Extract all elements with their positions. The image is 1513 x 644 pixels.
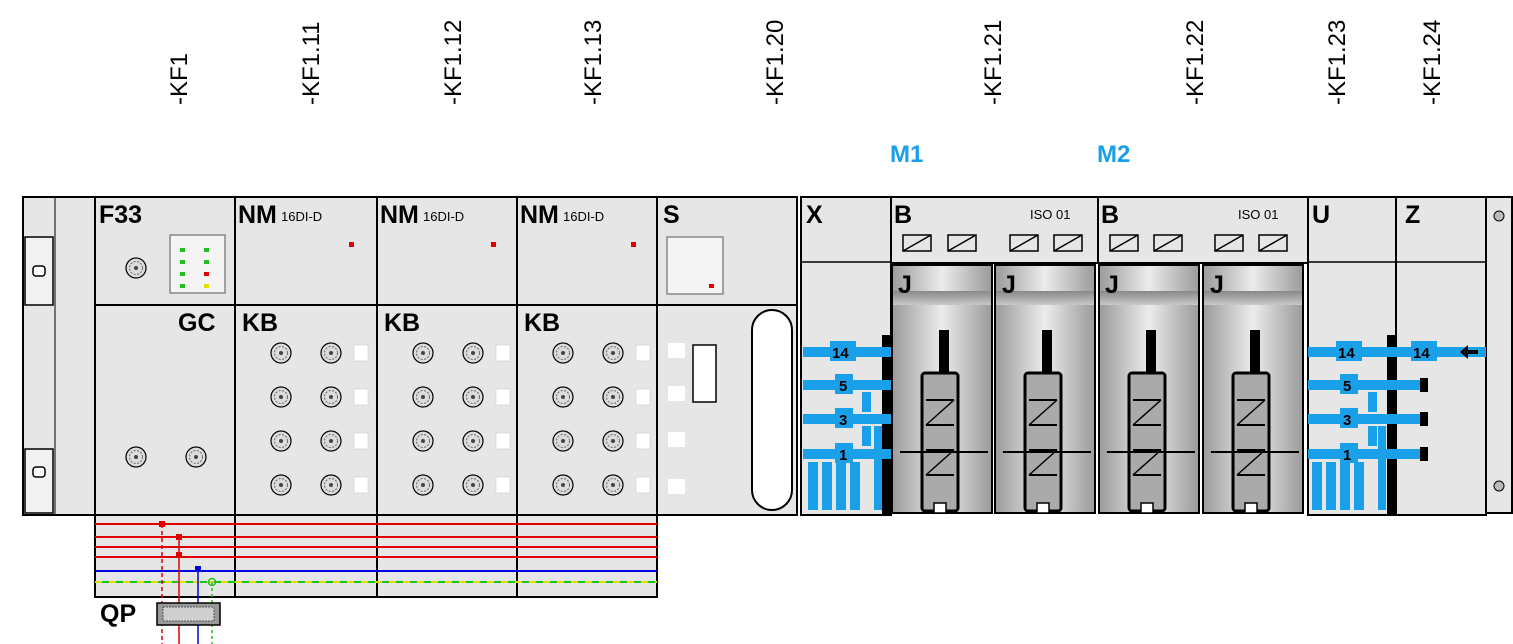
tag-kf1-23: -KF1.23 — [1324, 20, 1351, 105]
kb-label: KB — [524, 309, 560, 337]
module-z-label: Z — [1405, 201, 1420, 229]
tag-kf1-21: -KF1.21 — [980, 20, 1007, 105]
valve-b-label: B — [894, 201, 912, 229]
valve-j-label: J — [1210, 271, 1224, 299]
m12-connector-icon — [602, 342, 624, 364]
kb-label: KB — [242, 309, 278, 337]
tag-kf1: -KF1 — [166, 53, 193, 105]
marker-m2: M2 — [1097, 141, 1130, 168]
m12-connector-icon — [412, 342, 434, 364]
port-14: 14 — [832, 345, 849, 362]
m12-connector-icon — [552, 342, 574, 364]
m12-connector-icon — [270, 342, 292, 364]
plug-icon — [353, 432, 369, 450]
module-f33[interactable]: F33 GC — [94, 196, 236, 516]
valve-iso-label: ISO 01 — [1238, 207, 1278, 222]
m12-connector-icon — [552, 386, 574, 408]
module-nm-3[interactable]: NM 16DI-D KB — [516, 196, 658, 516]
plug-icon — [353, 476, 369, 494]
port-3: 3 — [839, 412, 847, 429]
valve-b-label: B — [1101, 201, 1119, 229]
m12-connector-icon — [602, 430, 624, 452]
m12-connector-icon — [552, 474, 574, 496]
plug-icon — [495, 432, 511, 450]
m12-connector-icon — [602, 474, 624, 496]
module-gc-label: GC — [178, 309, 216, 337]
nm-sub: 16DI-D — [423, 209, 464, 224]
port-1: 1 — [1343, 447, 1351, 464]
port-14: 14 — [1413, 345, 1430, 362]
valve-block-1[interactable]: B ISO 01 J J — [890, 196, 1099, 515]
m12-connector-icon — [462, 430, 484, 452]
m12-connector-icon — [412, 474, 434, 496]
plug-icon — [635, 476, 651, 494]
port-5: 5 — [1343, 378, 1351, 395]
qp-connector[interactable]: QP — [100, 600, 221, 628]
m12-connector-icon — [602, 386, 624, 408]
marker-m1: M1 — [890, 141, 923, 168]
tag-kf1-12: -KF1.12 — [440, 20, 467, 105]
m12-connector-icon — [462, 474, 484, 496]
m12-connector-icon — [320, 386, 342, 408]
plug-icon — [353, 388, 369, 406]
m12-connector-icon — [412, 430, 434, 452]
nm-sub: 16DI-D — [563, 209, 604, 224]
valve-j-label: J — [1105, 271, 1119, 299]
m12-connector-icon — [270, 430, 292, 452]
module-nm-2[interactable]: NM 16DI-D KB — [376, 196, 518, 516]
plug-icon — [635, 432, 651, 450]
m12-connector-icon — [320, 474, 342, 496]
module-u-label: U — [1312, 201, 1330, 229]
port-3: 3 — [1343, 412, 1351, 429]
m12-connector-icon — [462, 386, 484, 408]
port-14: 14 — [1338, 345, 1355, 362]
m12-connector-icon — [412, 386, 434, 408]
right-end-plate — [1485, 196, 1513, 514]
module-x-label: X — [806, 201, 823, 229]
m12-connector-icon — [320, 342, 342, 364]
m12-connector-icon — [320, 430, 342, 452]
m12-connector-icon — [270, 386, 292, 408]
pneumatic-ports-right: 14 5 3 1 14 — [1308, 341, 1486, 510]
plug-icon — [635, 388, 651, 406]
m12-connector-icon — [552, 430, 574, 452]
port-5: 5 — [839, 378, 847, 395]
qp-label: QP — [100, 600, 136, 628]
nm-title: NM — [380, 201, 419, 229]
tag-kf1-20: -KF1.20 — [762, 20, 789, 105]
module-f33-label: F33 — [99, 201, 142, 229]
nm-sub: 16DI-D — [281, 209, 322, 224]
nm-title: NM — [520, 201, 559, 229]
power-rails — [94, 514, 658, 644]
valve-j-label: J — [1002, 271, 1016, 299]
m12-connector-icon — [270, 474, 292, 496]
valve-j-label: J — [898, 271, 912, 299]
m12-connector-icon — [462, 342, 484, 364]
tag-kf1-22: -KF1.22 — [1182, 20, 1209, 105]
plug-icon — [353, 344, 369, 362]
tag-kf1-11: -KF1.11 — [298, 21, 325, 105]
kb-label: KB — [384, 309, 420, 337]
plug-icon — [635, 344, 651, 362]
valve-iso-label: ISO 01 — [1030, 207, 1070, 222]
module-s[interactable]: S — [656, 196, 798, 516]
port-1: 1 — [839, 447, 847, 464]
plug-icon — [495, 344, 511, 362]
tag-kf1-13: -KF1.13 — [580, 20, 607, 105]
pneumatic-ports-left: 14 5 3 1 — [803, 341, 891, 510]
plug-icon — [495, 476, 511, 494]
module-nm-1[interactable]: NM 16DI-D KB — [234, 196, 378, 516]
module-s-label: S — [663, 201, 680, 229]
nm-title: NM — [238, 201, 277, 229]
left-end-plate — [22, 196, 96, 516]
tag-kf1-24: -KF1.24 — [1419, 20, 1446, 105]
tag-labels: -KF1 -KF1.11 -KF1.12 -KF1.13 -KF1.20 -KF… — [166, 20, 1446, 105]
valve-block-2[interactable]: B ISO 01 J J — [1097, 196, 1309, 515]
plug-icon — [495, 388, 511, 406]
